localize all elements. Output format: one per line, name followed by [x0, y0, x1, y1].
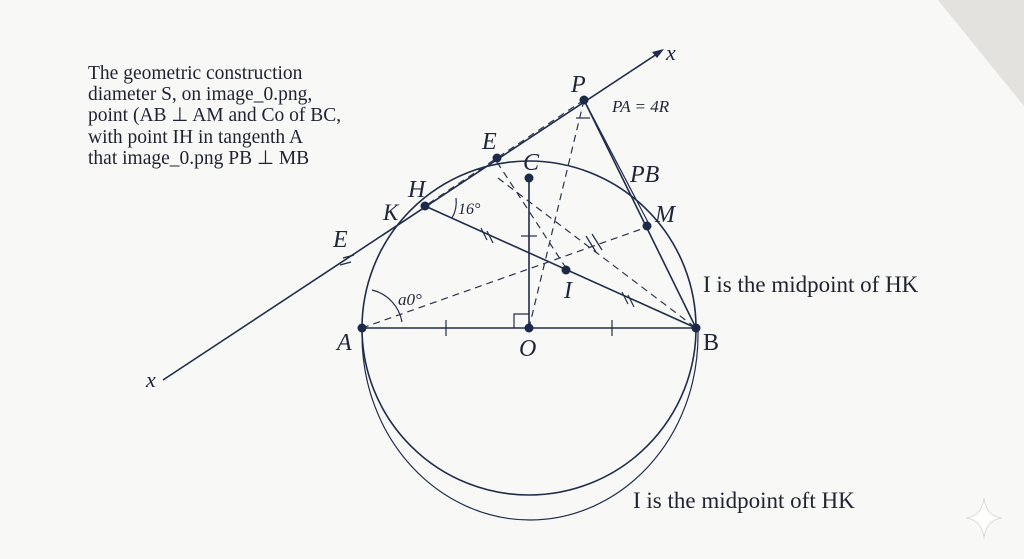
- label-angle-left: a0°: [398, 290, 422, 309]
- label-a: A: [335, 330, 352, 356]
- dashed-ph: [424, 99, 585, 207]
- note-line: that image_0.png PB ⊥ MB: [88, 147, 310, 169]
- point-c: [524, 173, 534, 183]
- note-line: The geometric construction: [88, 63, 303, 84]
- label-k: K: [382, 200, 400, 225]
- chord-hb: [424, 205, 697, 329]
- sparkle-icon: [965, 497, 1003, 539]
- note-line: with point IH in tangenth A: [88, 126, 304, 148]
- note-line: point (AB ⊥ AM and Co of BC,: [88, 105, 342, 127]
- label-e-top: E: [481, 129, 497, 155]
- label-pb: PB: [629, 162, 660, 188]
- angle-arc-a: [371, 289, 403, 323]
- right-angle-mark-o: [513, 313, 529, 328]
- label-m: M: [654, 202, 677, 228]
- tick-hi-1: [480, 227, 488, 241]
- caption-right: I is the midpoint of HK: [703, 272, 919, 297]
- tick-dash-1: [585, 235, 597, 253]
- paper-shadow: [938, 0, 1024, 106]
- tick-dash-2: [591, 233, 603, 251]
- label-angle-top: 16°: [458, 201, 481, 218]
- tick-e-left-2: [342, 254, 355, 259]
- segment-pb: [583, 99, 697, 329]
- dashed-po: [528, 99, 585, 329]
- label-o: O: [519, 336, 536, 362]
- tangent-line: [162, 51, 661, 381]
- point-h: [420, 201, 430, 211]
- tick-ib-2: [627, 294, 635, 308]
- segment-pm: [583, 99, 651, 227]
- label-p: P: [570, 72, 586, 98]
- point-m: [642, 221, 652, 231]
- label-x-top: x: [665, 40, 676, 65]
- tick-e-left-1: [339, 261, 352, 266]
- circle-offset-stroke: [361, 329, 699, 521]
- label-i: I: [563, 278, 573, 304]
- angle-arc-h: [451, 197, 457, 219]
- tick-ib-1: [621, 291, 629, 305]
- label-e-left: E: [332, 227, 348, 253]
- point-p: [579, 95, 589, 105]
- note-line: diameter S, on image_0.png,: [88, 84, 313, 106]
- point-b: [691, 323, 701, 333]
- point-i: [561, 265, 571, 275]
- label-c: C: [523, 150, 540, 176]
- dashed-ei: [496, 161, 567, 269]
- label-b: B: [703, 330, 719, 356]
- label-pa-eq: PA = 4R: [611, 97, 670, 116]
- point-o: [524, 323, 534, 333]
- tangent-arrowhead-icon: [652, 49, 664, 58]
- label-h: H: [407, 177, 427, 203]
- point-a: [357, 323, 367, 333]
- dashed-am: [361, 225, 651, 329]
- dashed-cb: [497, 177, 697, 329]
- caption-bottom: I is the midpoint oft HK: [633, 488, 855, 513]
- point-e-top: [492, 153, 502, 163]
- label-x-bottom: x: [145, 367, 156, 392]
- tick-hi-2: [486, 230, 494, 244]
